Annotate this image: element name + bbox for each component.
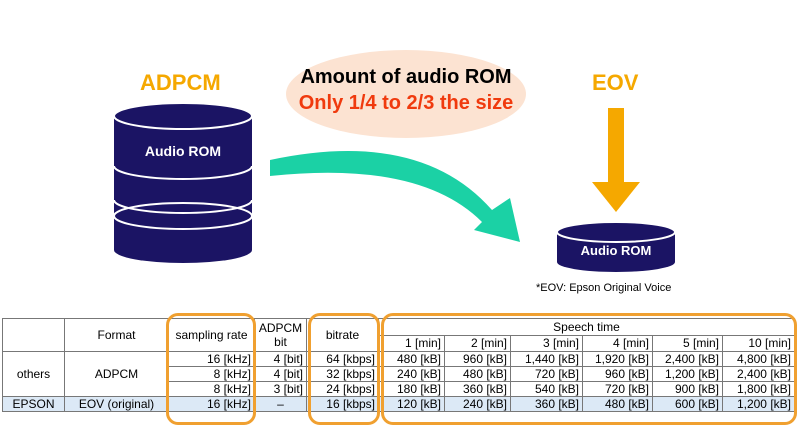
small-rom-label: Audio ROM bbox=[580, 243, 652, 258]
adpcm-label: ADPCM bbox=[140, 70, 221, 95]
size-cell: 600 [kB] bbox=[652, 396, 723, 412]
bit-cell: 3 [bit] bbox=[254, 381, 307, 397]
size-cell: 120 [kB] bbox=[378, 396, 445, 412]
header-sampling-rate: sampling rate bbox=[168, 318, 255, 352]
size-cell: 540 [kB] bbox=[510, 381, 583, 397]
footnote: *EOV: Epson Original Voice bbox=[536, 282, 672, 294]
large-audio-rom-cylinder bbox=[113, 102, 253, 263]
header-adpcm-bit-line2: bit bbox=[274, 335, 287, 349]
size-cell: 1,200 [kB] bbox=[652, 366, 723, 382]
sampling-rate-cell: 16 [kHz] bbox=[168, 396, 255, 412]
large-rom-label: Audio ROM bbox=[144, 143, 222, 159]
green-curved-arrow bbox=[270, 151, 520, 242]
small-audio-rom-cylinder bbox=[556, 221, 676, 272]
format-eov: EOV (original) bbox=[64, 396, 169, 412]
bitrate-highlight bbox=[308, 313, 380, 425]
header-time: 4 [min] bbox=[582, 334, 653, 352]
bubble-title: Amount of audio ROM bbox=[300, 66, 512, 88]
header-empty bbox=[2, 318, 65, 352]
bitrate-cell: 64 [kbps] bbox=[306, 351, 379, 367]
time-header-row: 1 [min] 2 [min] 3 [min] 4 [min] 5 [min] … bbox=[3, 334, 795, 352]
size-cell: 1,200 [kB] bbox=[722, 396, 795, 412]
rom-size-bubble: Amount of audio ROM Only 1/4 to 2/3 the … bbox=[286, 50, 526, 138]
size-cell: 240 [kB] bbox=[444, 396, 511, 412]
speech-time-highlight bbox=[381, 313, 797, 425]
header-row: Format sampling rate ADPCM bit bitrate S… bbox=[2, 318, 795, 352]
sampling-rate-cell: 8 [kHz] bbox=[168, 381, 255, 397]
header-time: 2 [min] bbox=[444, 334, 511, 352]
size-cell: 900 [kB] bbox=[652, 381, 723, 397]
bit-cell: – bbox=[254, 396, 307, 412]
table-row: 8 [kHz] 4 [bit] 32 [kbps] 240 [kB] 480 [… bbox=[3, 366, 795, 382]
bitrate-cell: 16 [kbps] bbox=[306, 396, 379, 412]
header-adpcm-bit: ADPCM bit bbox=[254, 318, 307, 352]
format-adpcm: ADPCM bbox=[64, 351, 169, 397]
audio-rom-size-table: Format sampling rate ADPCM bit bitrate S… bbox=[2, 318, 795, 412]
sampling-rate-cell: 8 [kHz] bbox=[168, 366, 255, 382]
group-epson: EPSON bbox=[2, 396, 65, 412]
size-cell: 1,440 [kB] bbox=[510, 351, 583, 367]
orange-down-arrow bbox=[592, 108, 640, 212]
size-cell: 480 [kB] bbox=[582, 396, 653, 412]
bit-cell: 4 [bit] bbox=[254, 351, 307, 367]
bubble-subtitle: Only 1/4 to 2/3 the size bbox=[298, 92, 514, 114]
header-adpcm-bit-line1: ADPCM bbox=[258, 321, 303, 335]
table-row-epson: EPSON EOV (original) 16 [kHz] – 16 [kbps… bbox=[2, 396, 795, 412]
bit-cell: 4 [bit] bbox=[254, 366, 307, 382]
sampling-rate-highlight bbox=[166, 313, 256, 425]
size-cell: 240 [kB] bbox=[378, 366, 445, 382]
size-cell: 360 [kB] bbox=[510, 396, 583, 412]
eov-label: EOV bbox=[592, 70, 639, 95]
header-format: Format bbox=[64, 318, 169, 352]
size-cell: 720 [kB] bbox=[582, 381, 653, 397]
group-others: others bbox=[2, 351, 65, 397]
